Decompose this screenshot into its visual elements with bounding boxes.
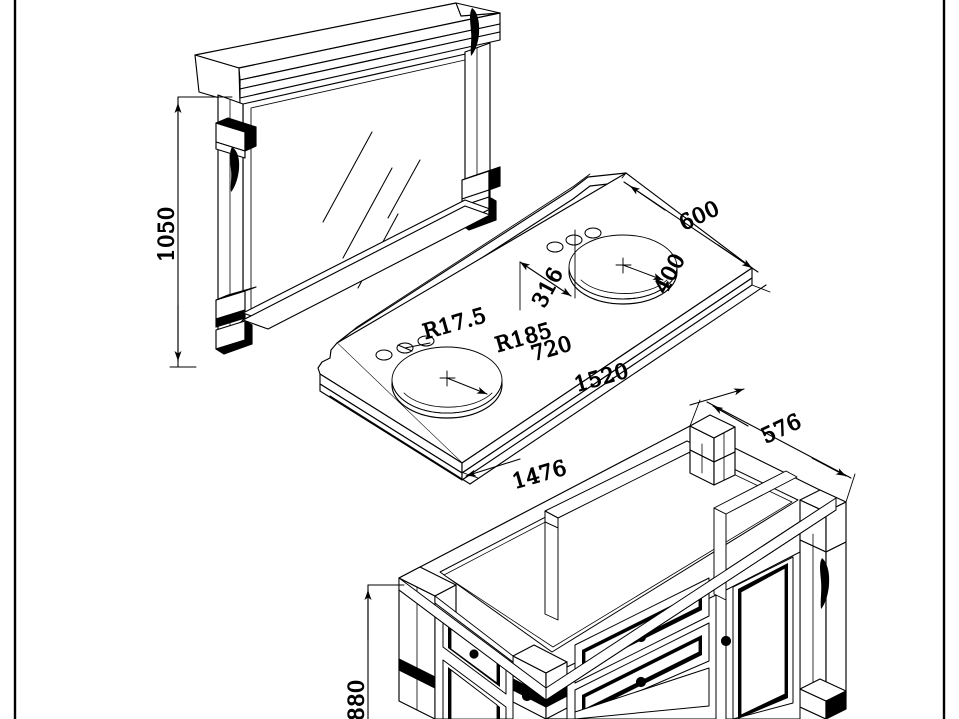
dimension-cabinet-depth (689, 399, 856, 503)
dimension-value-1050: 1050 (155, 206, 179, 261)
sheet-border (13, 0, 946, 719)
dimension-counter-width (329, 284, 771, 485)
dimension-mirror-height (169, 96, 233, 368)
cabinet-door-right (720, 551, 801, 719)
mirror-right-post (461, 8, 501, 231)
dimension-counter-depth (621, 172, 759, 273)
dimension-value-880: 880 (345, 679, 369, 719)
dimension-value-576: 576 (757, 409, 805, 448)
component-mirror (194, 2, 501, 355)
mirror-left-post (215, 94, 257, 355)
dimension-cabinet-height (364, 584, 405, 719)
faucet-holes-right (546, 227, 602, 253)
basin-right (568, 234, 678, 305)
component-countertop (317, 172, 753, 481)
dimension-value-1476: 1476 (510, 455, 570, 493)
basin-left (391, 346, 503, 419)
component-cabinet (398, 414, 847, 719)
cabinet-post-right-front (799, 489, 847, 719)
cabinet-post-right-rear (689, 414, 736, 486)
faucet-holes-left (375, 335, 435, 361)
dimension-basin-offset (519, 229, 576, 311)
